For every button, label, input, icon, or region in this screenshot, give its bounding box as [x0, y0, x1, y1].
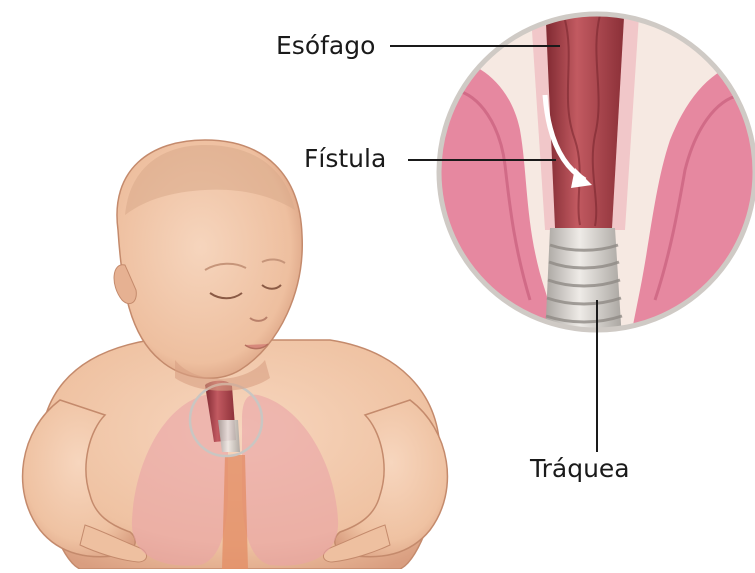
esophagus-label: Esófago [276, 31, 375, 61]
magnified-inset [430, 0, 755, 340]
trachea-label: Tráquea [530, 454, 630, 484]
infant-figure [23, 140, 448, 569]
fistula-label: Fístula [304, 144, 386, 174]
